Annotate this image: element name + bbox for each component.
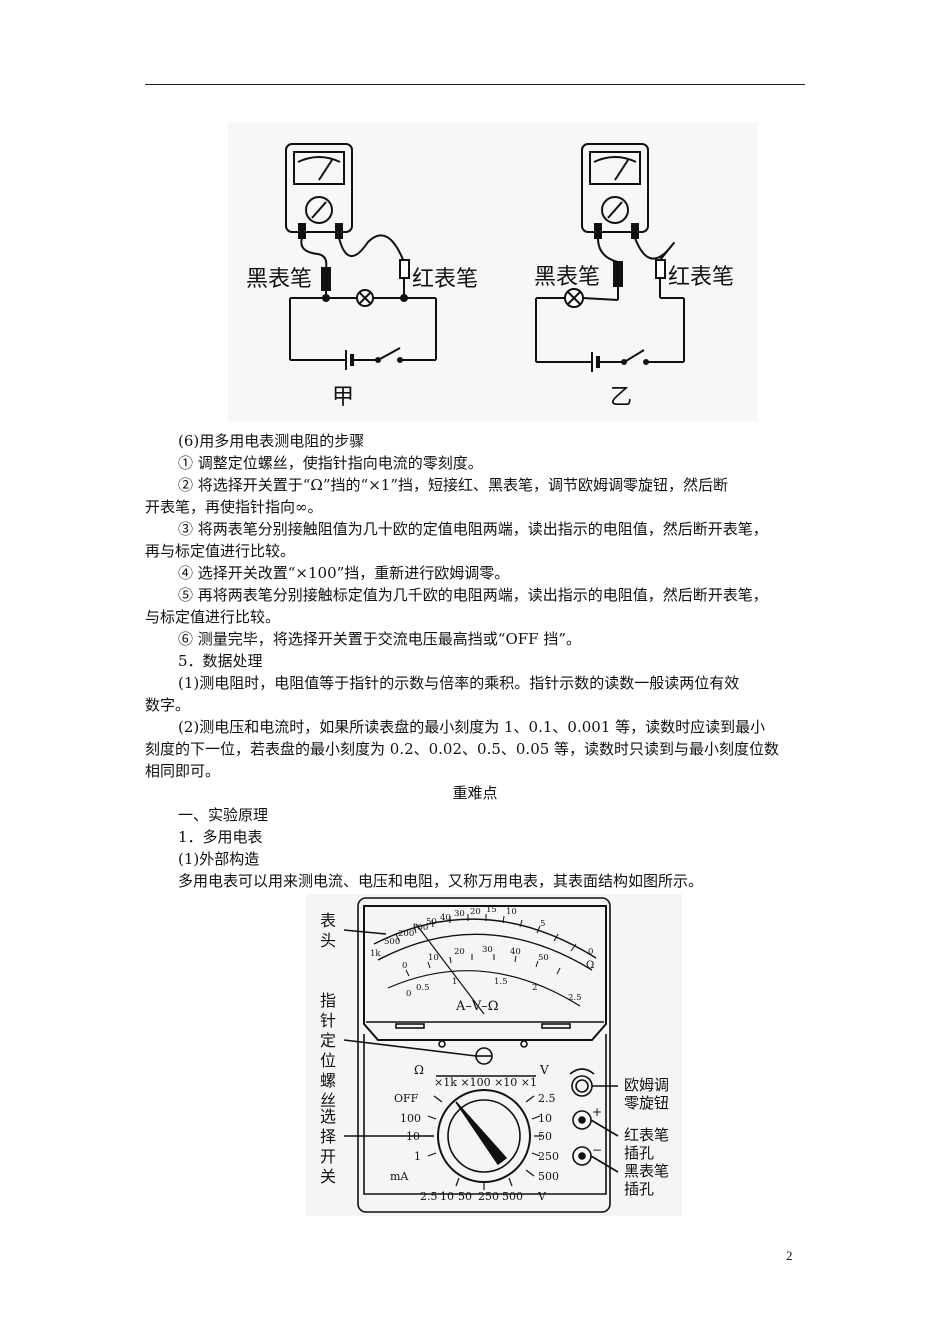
para-step6-2b: 开表笔，再使指针指向∞。: [145, 498, 323, 516]
header-rule: [145, 84, 805, 85]
bottom-option-1: 10: [440, 1190, 454, 1203]
page-number: 2: [786, 1248, 793, 1263]
label-switch-1: 选: [320, 1107, 336, 1126]
heading-data-processing: 5．数据处理: [178, 652, 263, 670]
ohm-scale-6: 30: [454, 909, 465, 919]
red-probe-label-left: 红表笔: [412, 267, 478, 292]
label-pointer-screw-5: 螺: [320, 1071, 336, 1090]
right-option-2: 50: [538, 1130, 552, 1143]
range-multipliers: ×1k ×100 ×10 ×1: [434, 1076, 537, 1089]
dial-label: A–V–Ω: [455, 999, 499, 1014]
bottom-option-0: 2.5: [420, 1190, 438, 1203]
mid-scale-3: 30: [482, 945, 493, 955]
ohm-symbol: Ω: [586, 960, 594, 971]
left-option-0: OFF: [394, 1092, 419, 1105]
bottom-unit: V: [537, 1190, 547, 1203]
para-data-1a: (1)测电阻时，电阻值等于指针的示数与倍率的乘积。指针示数的读数一般读两位有效: [178, 674, 740, 692]
para-step6-6: ⑥ 测量完毕，将选择开关置于交流电压最高挡或“OFF 挡”。: [178, 630, 581, 648]
label-black-jack-2: 插孔: [624, 1180, 654, 1198]
low-scale-1: 0.5: [416, 983, 430, 993]
range-header-ohm: Ω: [414, 1063, 424, 1077]
para-step6-4: ④ 选择开关改置“×100”挡，重新进行欧姆调零。: [178, 564, 510, 582]
para-step6-2a: ② 将选择开关置于“Ω”挡的“×1”挡，短接红、黑表笔，调节欧姆调零旋钮，然后断: [178, 476, 728, 494]
left-unit: mA: [390, 1170, 409, 1183]
low-scale-2: 1: [452, 977, 457, 987]
ohm-scale-5: 40: [440, 913, 451, 923]
mid-scale-0: 0: [402, 961, 407, 971]
label-red-jack-2: 插孔: [624, 1144, 654, 1162]
heading-external-structure: (1)外部构造: [178, 850, 260, 868]
low-scale-0: 0: [406, 989, 411, 999]
mid-scale-5: 50: [538, 953, 549, 963]
ohm-scale-2: 200: [398, 929, 414, 939]
right-option-1: 10: [538, 1112, 552, 1125]
ohm-scale-0: 1k: [370, 949, 381, 959]
label-ohm-knob-2: 零旋钮: [624, 1094, 669, 1112]
left-option-1: 100: [400, 1112, 421, 1125]
ohm-scale-11: 0: [588, 947, 593, 957]
label-pointer-screw-3: 定: [320, 1031, 336, 1050]
left-option-2: 10: [406, 1130, 420, 1143]
para-step6-1: ① 调整定位螺丝，使指针指向电流的零刻度。: [178, 454, 483, 472]
para-data-1b: 数字。: [145, 696, 191, 714]
caption-yi: 乙: [610, 385, 632, 410]
low-scale-5: 2.5: [568, 993, 582, 1003]
label-pointer-screw-4: 位: [320, 1051, 336, 1070]
label-red-jack-1: 红表笔: [624, 1126, 669, 1144]
black-probe-label-left: 黑表笔: [246, 267, 312, 292]
label-ohm-knob-1: 欧姆调: [624, 1076, 669, 1094]
black-probe-label-right: 黑表笔: [534, 265, 600, 290]
right-option-4: 500: [538, 1170, 559, 1183]
plus-sign: +: [592, 1105, 602, 1119]
right-option-0: 2.5: [538, 1092, 556, 1105]
label-head-1: 表: [320, 911, 336, 930]
range-header-v: V: [539, 1063, 549, 1077]
para-step6-5b: 与标定值进行比较。: [145, 608, 281, 626]
left-option-3: 1: [414, 1150, 421, 1163]
heading-multimeter: 1．多用电表: [178, 828, 263, 846]
label-head: 表头: [320, 911, 336, 950]
red-probe-label-right: 红表笔: [668, 265, 734, 290]
para-data-2c: 相同即可。: [145, 762, 221, 780]
low-scale-4: 2: [532, 983, 537, 993]
ohm-scale-10: 5: [540, 919, 545, 929]
para-step6-3a: ③ 将两表笔分别接触阻值为几十欧的定值电阻两端，读出指示的电阻值，然后断开表笔，: [178, 520, 768, 538]
heading-principle: 一、实验原理: [178, 806, 269, 824]
label-switch-2: 择: [320, 1127, 336, 1146]
ohm-scale-4: 50: [426, 917, 437, 927]
para-data-2b: 刻度的下一位，若表盘的最小刻度为 0.2、0.02、0.5、0.05 等，读数时…: [145, 740, 780, 758]
bottom-option-4: 500: [502, 1190, 523, 1203]
label-switch-4: 关: [320, 1167, 336, 1186]
label-pointer-screw-2: 针: [320, 1011, 336, 1030]
circuit-figure: 黑表笔 红表笔 黑表笔 红表笔 甲 乙: [228, 122, 758, 422]
bottom-option-3: 250: [478, 1190, 499, 1203]
label-switch: 选择开关: [320, 1107, 336, 1186]
para-data-2a: (2)测电压和电流时，如果所读表盘的最小刻度为 1、0.1、0.001 等，读数…: [178, 718, 766, 736]
ohm-scale-9: 10: [506, 907, 517, 917]
ohm-scale-7: 20: [470, 907, 481, 917]
section-title-key-points: 重难点: [452, 784, 498, 802]
ohm-scale-8: 15: [486, 905, 497, 915]
label-pointer-screw-1: 指: [320, 991, 336, 1010]
para-step6-5a: ⑤ 再将两表笔分别接触标定值为几千欧的电阻两端，读出指示的电阻值，然后断开表笔，: [178, 586, 768, 604]
para-step6-title: (6)用多用电表测电阻的步骤: [178, 432, 365, 450]
ohm-scale-1: 500: [384, 937, 400, 947]
label-head-2: 头: [320, 931, 336, 950]
minus-sign: −: [592, 1143, 602, 1157]
label-black-jack-1: 黑表笔: [624, 1162, 669, 1180]
caption-jia: 甲: [332, 385, 354, 410]
label-switch-3: 开: [320, 1147, 336, 1166]
label-pointer-screw-6: 丝: [320, 1091, 336, 1110]
bottom-option-2: 50: [458, 1190, 472, 1203]
right-option-3: 250: [538, 1150, 559, 1163]
para-step6-3b: 再与标定值进行比较。: [145, 542, 296, 560]
mid-scale-4: 40: [510, 947, 521, 957]
low-scale-3: 1.5: [494, 977, 508, 987]
multimeter-figure: 表头 指针定位螺丝 选择开关 欧姆调 零旋钮 红表笔 插孔 黑表笔 插孔 1k …: [306, 894, 682, 1216]
ohm-scale-3: 100: [412, 923, 428, 933]
para-multimeter-intro: 多用电表可以用来测电流、电压和电阻，又称万用电表，其表面结构如图所示。: [178, 872, 704, 890]
label-pointer-screw: 指针定位螺丝: [320, 991, 336, 1110]
mid-scale-2: 20: [454, 947, 465, 957]
mid-scale-1: 10: [428, 953, 439, 963]
